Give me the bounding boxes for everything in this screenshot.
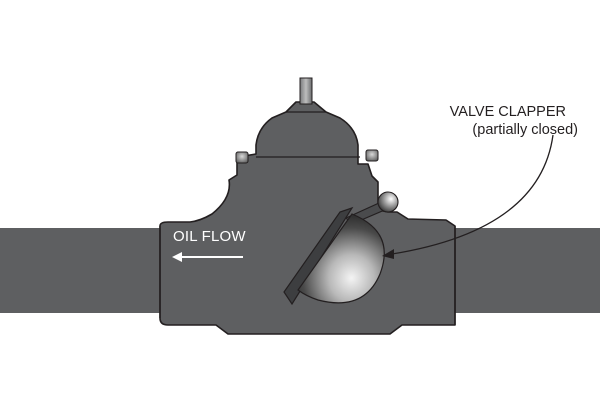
valve-body bbox=[159, 101, 456, 335]
oil-flow-label: OIL FLOW bbox=[173, 228, 246, 245]
valve-clapper bbox=[297, 213, 385, 304]
curved-arrow-icon bbox=[382, 134, 554, 259]
hinge-pin bbox=[377, 191, 399, 213]
valve-clapper-sublabel: (partially closed) bbox=[472, 122, 578, 138]
valve-clapper-label: VALVE CLAPPER bbox=[449, 104, 566, 120]
bolt-right bbox=[365, 149, 379, 162]
valve-stem bbox=[299, 77, 313, 105]
bolt-left bbox=[235, 151, 249, 164]
arrow-left-icon bbox=[172, 252, 243, 262]
right-pipe bbox=[455, 228, 600, 313]
left-pipe bbox=[0, 228, 160, 313]
